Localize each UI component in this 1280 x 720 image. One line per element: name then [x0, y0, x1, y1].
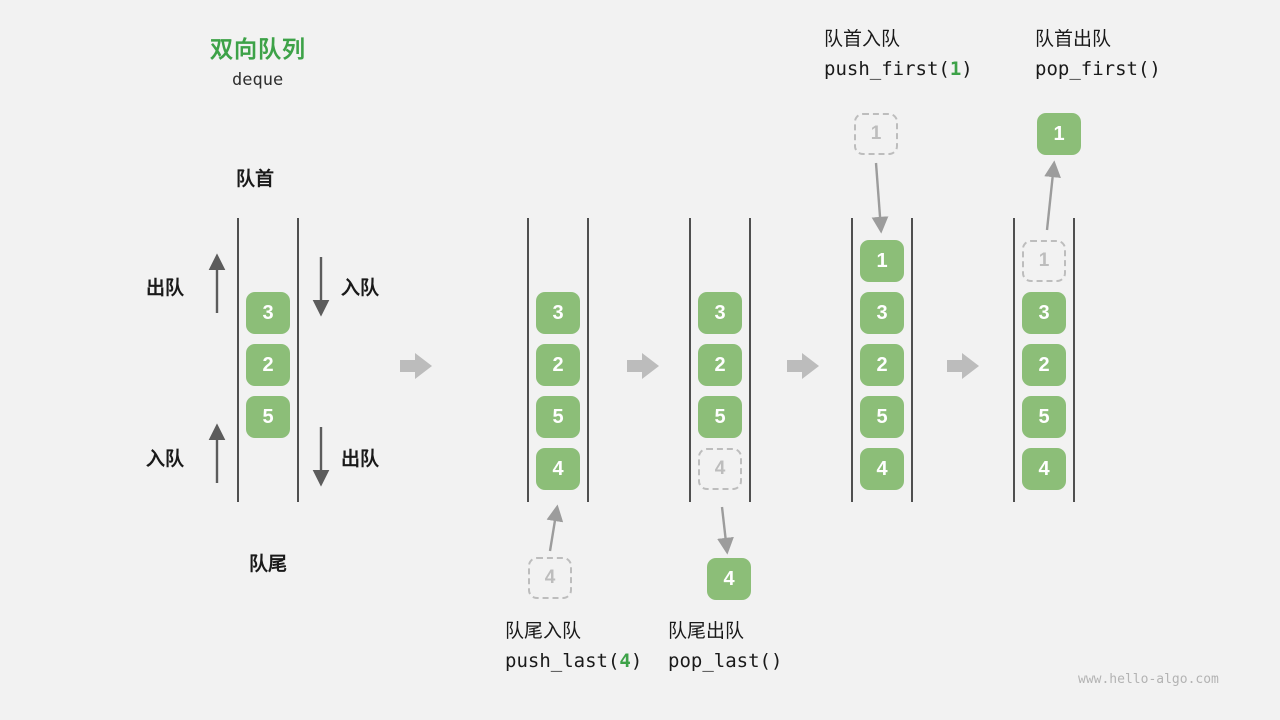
queue-rear-label: 队尾 — [249, 554, 288, 575]
push-last-code: push_last(4) — [505, 650, 642, 672]
push-last-title: 队尾入队 — [505, 621, 582, 642]
queue-cell: 4 — [860, 448, 904, 490]
push-last-arrow-icon — [546, 504, 564, 552]
ghost-cell: 1 — [1022, 240, 1066, 282]
ghost-cell: 4 — [698, 448, 742, 490]
queue-cell: 5 — [860, 396, 904, 438]
pop-last-code: pop_last() — [668, 650, 783, 672]
queue-container-5 — [1013, 218, 1075, 502]
step-arrow-icon — [400, 353, 432, 379]
arrow-shaft — [400, 360, 415, 372]
incoming-item-box: 4 — [528, 557, 572, 599]
code-text: push_first( — [824, 58, 950, 80]
pop-first-title: 队首出队 — [1035, 29, 1112, 50]
arrow-head — [802, 353, 819, 379]
queue-cell: 3 — [1022, 292, 1066, 334]
queue-cell: 5 — [1022, 396, 1066, 438]
step-arrow-icon — [627, 353, 659, 379]
queue-cell: 4 — [536, 448, 580, 490]
code-text: ) — [630, 650, 643, 672]
queue-cell: 5 — [698, 396, 742, 438]
dequeue-bottom-label: 出队 — [341, 449, 380, 470]
queue-cell: 2 — [698, 344, 742, 386]
step-arrow-icon — [947, 353, 979, 379]
page-subtitle: deque — [232, 70, 284, 90]
queue-cell: 2 — [536, 344, 580, 386]
arrow-head — [962, 353, 979, 379]
pop-first-code: pop_first() — [1035, 58, 1161, 80]
page-title: 双向队列 — [210, 36, 306, 62]
queue-container-3 — [689, 218, 751, 502]
enqueue-top-label: 入队 — [341, 278, 380, 299]
arrow-head — [642, 353, 659, 379]
queue-cell: 5 — [246, 396, 290, 438]
queue-cell: 1 — [860, 240, 904, 282]
queue-cell: 3 — [698, 292, 742, 334]
queue-container-1 — [237, 218, 299, 502]
arrow-shaft — [787, 360, 802, 372]
queue-cell: 2 — [860, 344, 904, 386]
code-text: push_last( — [505, 650, 620, 672]
queue-cell: 5 — [536, 396, 580, 438]
push-first-title: 队首入队 — [824, 29, 901, 50]
code-arg: 1 — [949, 58, 962, 80]
arrow-shaft — [627, 360, 642, 372]
code-arg: 4 — [619, 650, 631, 672]
queue-cell: 3 — [246, 292, 290, 334]
arrow-shaft — [947, 360, 962, 372]
incoming-item-box: 1 — [854, 113, 898, 155]
pop-last-arrow-icon — [717, 506, 734, 555]
pop-last-title: 队尾出队 — [668, 621, 745, 642]
queue-cell: 4 — [1022, 448, 1066, 490]
queue-cell: 3 — [860, 292, 904, 334]
watermark: www.hello-algo.com — [1078, 672, 1219, 687]
queue-container-2 — [527, 218, 589, 502]
queue-container-4 — [851, 218, 913, 502]
queue-cell: 2 — [1022, 344, 1066, 386]
code-text: ) — [961, 58, 973, 80]
outgoing-item-box: 4 — [707, 558, 751, 600]
queue-cell: 3 — [536, 292, 580, 334]
queue-front-label: 队首 — [236, 169, 275, 190]
arrow-head — [415, 353, 432, 379]
outgoing-item-box: 1 — [1037, 113, 1081, 155]
enqueue-bottom-label: 入队 — [146, 449, 185, 470]
step-arrow-icon — [787, 353, 819, 379]
push-first-code: push_first(1) — [824, 58, 973, 80]
dequeue-top-label: 出队 — [146, 278, 185, 299]
queue-cell: 2 — [246, 344, 290, 386]
